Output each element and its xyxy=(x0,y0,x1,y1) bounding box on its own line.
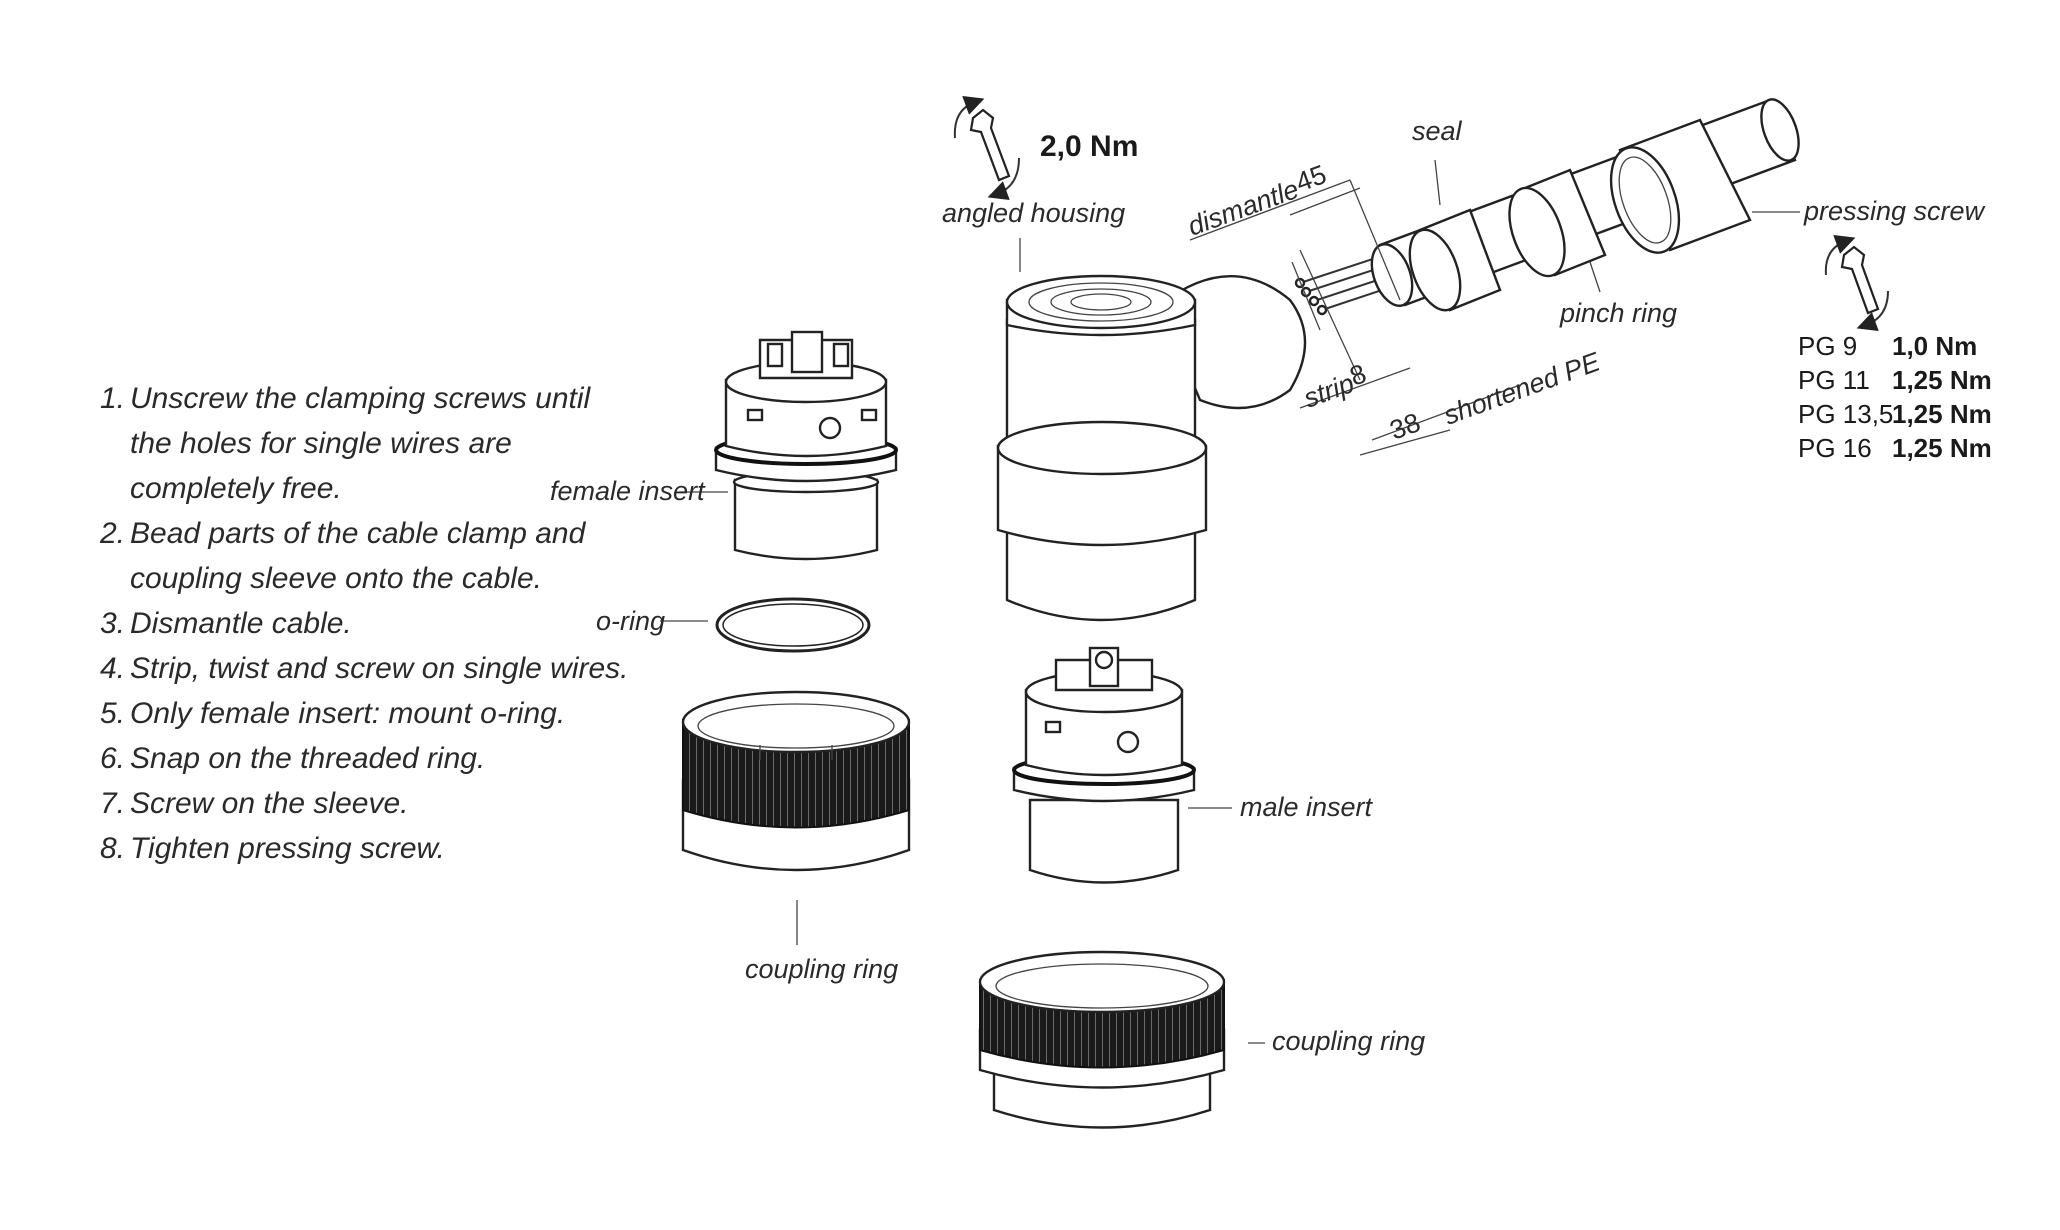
female-insert xyxy=(714,330,898,561)
step-text: completely free. xyxy=(130,472,342,505)
step-number: 7. xyxy=(100,787,125,820)
step-text: coupling sleeve onto the cable. xyxy=(130,562,542,595)
label-o-ring: o-ring xyxy=(596,606,665,636)
pg-torque-value: 1,25 Nm xyxy=(1892,365,1992,395)
wrench-torque-icon xyxy=(1824,235,1889,331)
label-coupling-ring-left: coupling ring xyxy=(745,954,898,984)
step-text: Screw on the sleeve. xyxy=(130,787,408,820)
pg-torque-value: 1,25 Nm xyxy=(1892,399,1992,429)
step-text: Tighten pressing screw. xyxy=(130,832,445,865)
step-number: 5. xyxy=(100,697,125,730)
label-male-insert: male insert xyxy=(1240,792,1374,822)
step-number: 3. xyxy=(100,607,125,640)
pg-size: PG 11 xyxy=(1798,365,1870,395)
step-text: Strip, twist and screw on single wires. xyxy=(130,652,629,685)
step-text: Snap on the threaded ring. xyxy=(130,742,485,775)
label-dismantle: dismantle xyxy=(1184,174,1303,242)
instruction-list: 1.Unscrew the clamping screws until the h… xyxy=(99,382,629,865)
step-text: Unscrew the clamping screws until xyxy=(130,382,592,415)
step-number: 2. xyxy=(99,517,125,550)
male-insert xyxy=(1012,646,1196,884)
coupling-ring-left xyxy=(681,690,911,872)
label-female-insert: female insert xyxy=(550,476,706,506)
step-number: 4. xyxy=(100,652,125,685)
coupling-ring-right xyxy=(978,950,1226,1129)
step-text: Bead parts of the cable clamp and xyxy=(130,517,587,550)
label-seal: seal xyxy=(1412,116,1463,146)
cable-assembly xyxy=(1294,98,1800,316)
label-coupling-ring-right: coupling ring xyxy=(1272,1026,1425,1056)
leader-lines xyxy=(660,159,1800,1044)
pg-size: PG 16 xyxy=(1798,433,1872,463)
step-text: Dismantle cable. xyxy=(130,607,352,640)
step-number: 8. xyxy=(100,832,125,865)
step-number: 1. xyxy=(100,382,125,415)
label-angled-housing: angled housing xyxy=(942,198,1125,228)
label-pinch-ring: pinch ring xyxy=(1559,298,1677,328)
pg-torque-value: 1,0 Nm xyxy=(1892,331,1977,361)
pg-size: PG 13,5 xyxy=(1798,399,1893,429)
label-pressing-screw: pressing screw xyxy=(1803,196,1986,226)
housing-torque: 2,0 Nm xyxy=(1040,130,1138,163)
o-ring xyxy=(715,597,871,653)
label-shortened-pe: shortened PE xyxy=(1440,346,1605,430)
step-text: the holes for single wires are xyxy=(130,427,512,460)
pg-size: PG 9 xyxy=(1798,331,1857,361)
wrench-torque-icon xyxy=(953,96,1020,200)
step-number: 6. xyxy=(100,742,125,775)
dimension-shortened-pe-value: 38 xyxy=(1386,407,1424,445)
angled-housing xyxy=(996,274,1307,622)
dimension-lines xyxy=(1189,179,1521,456)
step-text: Only female insert: mount o-ring. xyxy=(130,697,565,730)
pg-torque-value: 1,25 Nm xyxy=(1892,433,1992,463)
